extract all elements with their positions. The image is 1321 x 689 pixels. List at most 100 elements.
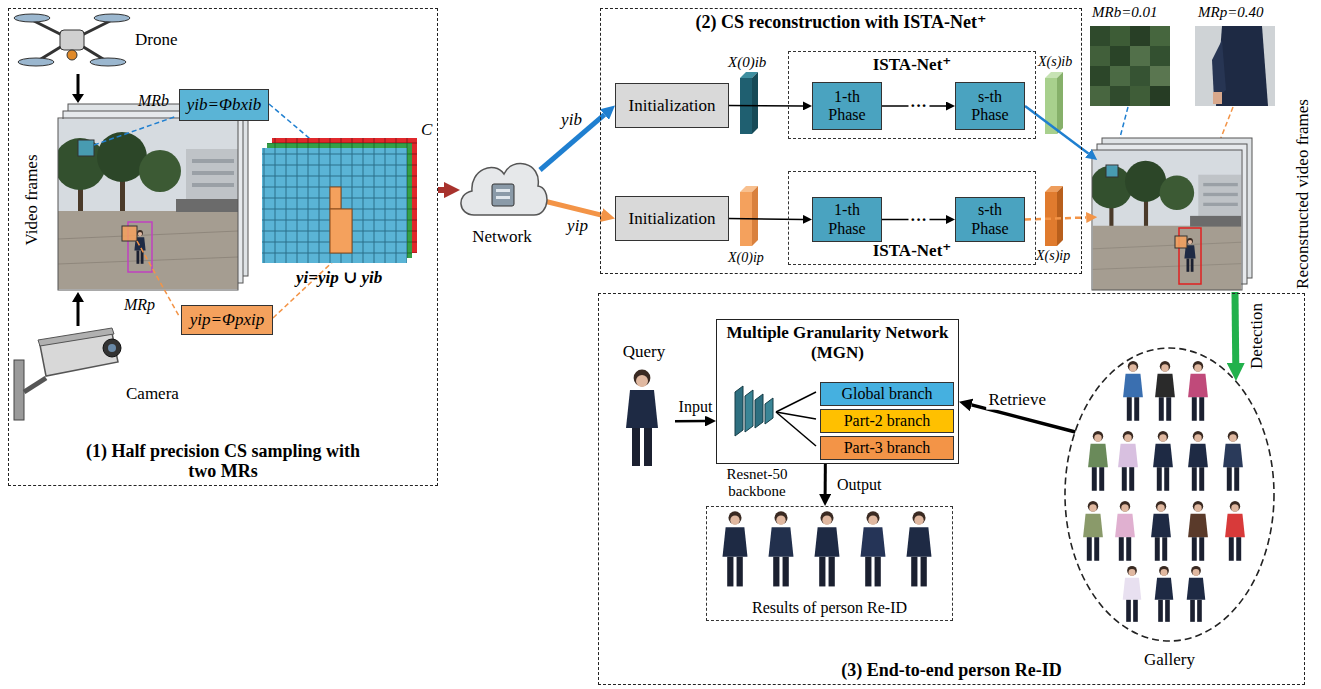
resnet-backbone <box>735 386 816 446</box>
reconstructed-frames <box>1090 150 1242 290</box>
measurement-box: yib=Φbxib <box>179 89 269 121</box>
camera <box>14 328 121 420</box>
mr-patches <box>1110 26 1130 46</box>
process-box: Initialization <box>615 196 729 241</box>
drone-arrow <box>72 74 84 103</box>
mr-patches <box>1130 26 1150 46</box>
result-persons <box>907 511 932 586</box>
branch-box: Part-3 branch <box>820 436 954 460</box>
mr-patches <box>1090 46 1110 66</box>
cloud-shape <box>461 164 547 215</box>
text-holder: (2) CS reconstruction with ISTA-Net⁺ <box>601 12 1081 33</box>
result-persons <box>723 511 748 586</box>
gallery-persons <box>1123 361 1143 421</box>
connector-arrow <box>824 464 827 494</box>
network-group: ISTA-Net⁺ 1-th Phase s-th Phase <box>788 51 1036 139</box>
server-icon <box>496 196 510 199</box>
drone <box>14 14 130 66</box>
feature-tensors <box>752 186 758 246</box>
measurement-tensor <box>330 209 352 253</box>
heading-text: (2) CS reconstruction with ISTA-Net⁺ <box>601 12 1081 33</box>
camera <box>24 378 46 392</box>
reconstructed-frames <box>1090 138 1252 290</box>
video-frames <box>78 140 94 156</box>
edge-label: yip <box>565 217 590 236</box>
resnet-backbone <box>745 390 753 432</box>
node-text: Gallery <box>1063 650 1276 670</box>
drone <box>67 50 77 60</box>
node-text: Network <box>452 227 552 247</box>
camera-arrow <box>72 292 84 326</box>
text-holder: Global branch <box>821 383 953 405</box>
connector-arrow <box>1231 292 1239 363</box>
gallery-persons <box>1225 501 1245 561</box>
drone <box>94 14 130 22</box>
network-group: ISTA-Net⁺1-th Phases-th Phase <box>788 171 1036 265</box>
rate-label: MRb=0.01 <box>1092 4 1158 21</box>
camera <box>103 339 121 357</box>
connector-arrow <box>729 218 803 220</box>
measurement-box: yip=Φpxip <box>181 305 273 335</box>
phase-box: 1-th Phase <box>812 82 882 130</box>
query-person <box>626 370 658 466</box>
device-label: Drone <box>135 30 177 50</box>
mr-patches <box>1110 46 1130 66</box>
reconstruction-panel: (2) CS reconstruction with ISTA-Net⁺ Init… <box>600 8 1082 274</box>
tensor-label: X(s)ip <box>1036 248 1070 264</box>
sampling-leader-lines <box>273 254 341 318</box>
node-text: Reconstructed video frames <box>1293 99 1313 289</box>
edge-label: yib <box>559 110 584 129</box>
result-persons <box>769 511 794 586</box>
gallery-persons <box>1151 501 1171 561</box>
query-person <box>626 370 658 466</box>
gallery-persons <box>1155 361 1175 421</box>
resnet-backbone <box>776 392 816 446</box>
node-text: 1-th Phase <box>815 201 879 238</box>
rate-label: MRp=0.40 <box>1198 4 1264 21</box>
backbone-label: Resnet-50 backbone <box>712 466 802 501</box>
gallery-persons <box>1155 566 1174 622</box>
connector-arrow <box>438 187 444 193</box>
node-text: Part-3 branch <box>844 439 931 457</box>
heading-text: ISTA-Net⁺ <box>789 55 1035 75</box>
mr-patches <box>1130 86 1150 106</box>
drone <box>14 14 50 22</box>
feature-tensors <box>752 72 758 134</box>
edge-label: Retrieve <box>986 390 1048 409</box>
mr-patches <box>1090 86 1110 106</box>
connector-arrow <box>540 115 604 170</box>
text-holder: Initialization <box>616 84 728 127</box>
sampling-leader-lines <box>94 116 177 145</box>
phase-box: s-th Phase <box>955 82 1025 130</box>
text-holder: 1-th Phase <box>813 83 881 129</box>
resnet-backbone <box>765 398 773 424</box>
reid-panel: (3) End-to-end person Re-IDQueryMultiple… <box>598 293 1305 685</box>
measurement-tensor <box>262 148 407 263</box>
text-holder: (1) Half precision CS sampling with two … <box>9 441 437 482</box>
camera-arrow <box>77 302 80 326</box>
tensor-label: X(0)ib <box>728 54 766 71</box>
server-icon <box>496 189 510 192</box>
resnet-backbone <box>755 394 763 428</box>
connector-arrow <box>729 105 803 107</box>
drone <box>90 58 126 66</box>
feature-tensors <box>1057 186 1063 246</box>
text-holder: Part-2 branch <box>821 410 953 432</box>
gallery-persons <box>1187 566 1206 622</box>
mr-patches <box>1110 86 1130 106</box>
mr-patches <box>1150 26 1170 46</box>
phase-box: s-th Phase <box>955 197 1025 242</box>
channel-label: C <box>421 120 432 140</box>
node-text: yib=Φbxib <box>187 95 261 115</box>
video-frames <box>54 104 248 290</box>
camera <box>38 328 114 346</box>
gallery-persons <box>1115 501 1135 561</box>
text-holder: Part-3 branch <box>821 437 953 459</box>
heading-text: (3) End-to-end person Re-ID <box>599 660 1304 681</box>
sampling-leader-lines <box>137 241 179 316</box>
tensor-label: X(0)ip <box>728 250 764 266</box>
text-holder: Gallery <box>1063 650 1276 670</box>
mr-patches <box>1212 40 1226 100</box>
text-holder: Initialization <box>616 197 728 240</box>
